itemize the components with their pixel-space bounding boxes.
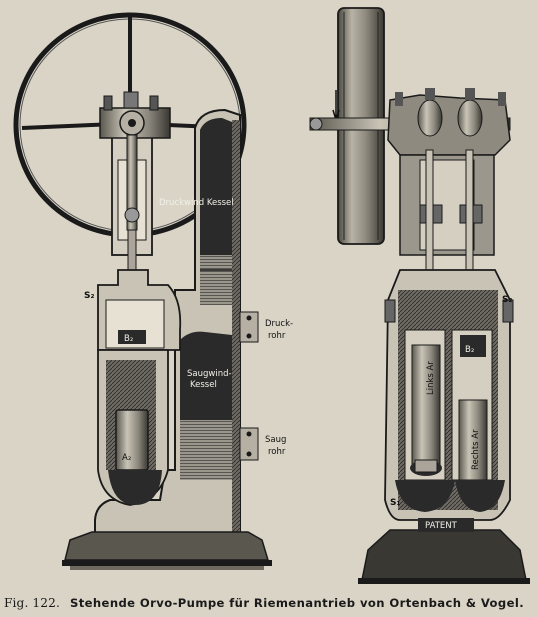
saugrohr-label-2: rohr: [268, 447, 286, 457]
crank-bearing: [99, 91, 171, 139]
left-base: [64, 531, 270, 561]
saugwindkessel-chamber: [180, 331, 232, 420]
druckwindkessel-label: Druckwind Kessel: [159, 198, 234, 208]
links-ar-label: Links Ar: [426, 361, 436, 395]
b2-right-label: B₂: [465, 345, 474, 355]
druckrohr-label-1: Druck-: [265, 319, 293, 329]
saugrohr-flange: [239, 427, 259, 461]
right-base: [361, 529, 527, 581]
s2-right-label: S₂: [502, 295, 512, 305]
figure-number: Fig. 122.: [4, 596, 60, 610]
s2-left-label: S₂: [84, 291, 94, 301]
saugwindkessel-label-2: Kessel: [190, 380, 217, 390]
figure-caption-text: Stehende Orvo-Pumpe für Riemenantrieb vo…: [69, 596, 525, 610]
right-pump-front: S₂ S₁ B₂ Links Ar Rechts Ar PATENT: [309, 7, 530, 584]
saugwindkessel-label-1: Saugwind-: [187, 369, 232, 379]
figure-caption: Fig. 122. Stehende Orvo-Pumpe für Riemena…: [0, 591, 537, 615]
pump-illustration: Druckwind Kessel Druck- rohr Saugwind- K…: [13, 7, 530, 584]
a2-left-label: A₂: [122, 453, 131, 463]
druckrohr-label-2: rohr: [268, 331, 286, 341]
druckwindkessel-chamber: [200, 118, 232, 255]
rechts-ar-label: Rechts Ar: [471, 429, 481, 470]
patent-label: PATENT: [425, 521, 458, 531]
left-pump-section: Druckwind Kessel Druck- rohr Saugwind- K…: [13, 12, 293, 570]
saugrohr-label-1: Saug: [265, 435, 286, 445]
s1-right-label: S₁: [390, 498, 400, 508]
druckrohr-flange: [239, 311, 259, 343]
b2-left-label: B₂: [124, 334, 133, 344]
